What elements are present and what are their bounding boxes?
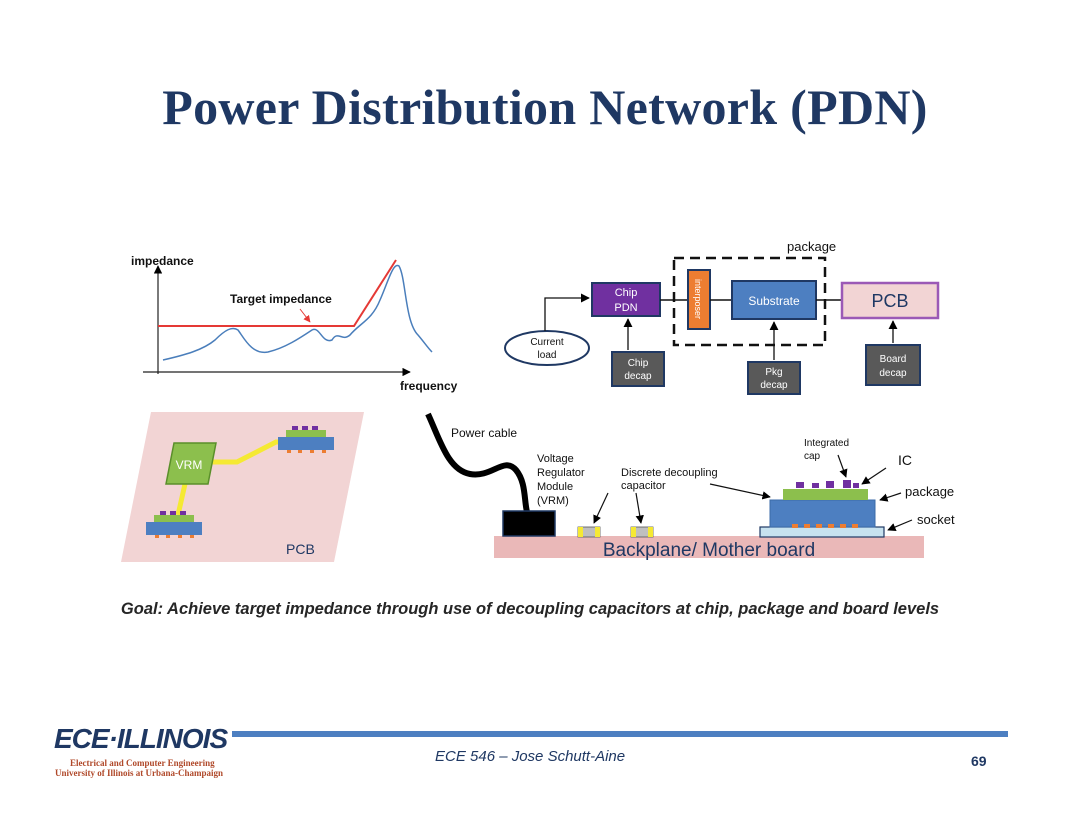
discrete-cap-1 bbox=[577, 526, 601, 538]
power-cable bbox=[425, 412, 530, 513]
package-block bbox=[769, 499, 876, 528]
package-arrow bbox=[879, 492, 902, 502]
discrete-cap-text-2: capacitor bbox=[621, 480, 666, 492]
discrete-cap-arrow-3 bbox=[709, 483, 771, 500]
vrm-box bbox=[165, 442, 217, 485]
vrm-text-4: (VRM) bbox=[537, 495, 569, 507]
slide-title: Power Distribution Network (PDN) bbox=[162, 79, 928, 135]
socket-arrow bbox=[887, 519, 913, 531]
package-boundary bbox=[672, 256, 827, 347]
chip-decap-label-2: decap bbox=[624, 371, 652, 382]
discrete-cap-arrow-2 bbox=[635, 492, 644, 524]
target-impedance-label: Target impedance bbox=[230, 292, 332, 306]
chip-decap-label-1: Chip bbox=[628, 358, 649, 369]
impedance-curve bbox=[162, 264, 433, 361]
ic-arrow bbox=[861, 467, 887, 485]
board-decap-label-2: decap bbox=[879, 368, 907, 379]
socket bbox=[759, 526, 885, 538]
cross-section: Backplane/ Mother board Power cable Volt… bbox=[425, 412, 955, 561]
board-decap-block bbox=[865, 344, 921, 386]
vrm-label: VRM bbox=[176, 458, 203, 472]
motherboard bbox=[494, 536, 924, 558]
chip-module-top bbox=[278, 426, 334, 453]
pkg-decap-label-2: decap bbox=[760, 380, 788, 391]
discrete-cap-arrow-1 bbox=[593, 492, 609, 524]
chip-pdn-label-1: Chip bbox=[615, 287, 638, 299]
power-trace-down bbox=[175, 483, 188, 516]
chip-pdn-label-2: PDN bbox=[614, 302, 637, 314]
ic-label: IC bbox=[898, 452, 912, 468]
target-impedance-arrow bbox=[299, 308, 311, 323]
pcb-sketch: PCB VRM bbox=[121, 412, 364, 562]
discrete-cap-2 bbox=[630, 526, 654, 538]
chip-decap-block bbox=[611, 351, 665, 387]
chip-pdn-block bbox=[591, 282, 661, 317]
package-balls bbox=[792, 524, 858, 528]
integrated-cap-text-1: Integrated bbox=[804, 438, 849, 449]
interposer-label: interposer bbox=[693, 279, 703, 319]
socket-label: socket bbox=[917, 512, 955, 527]
pkg-decap-block bbox=[747, 361, 801, 395]
pcb-sketch-label: PCB bbox=[286, 541, 315, 557]
footer-course: ECE 546 – Jose Schutt-Aine bbox=[435, 748, 626, 765]
integrated-cap-arrow bbox=[837, 454, 848, 478]
board-decap-label-1: Board bbox=[880, 354, 907, 365]
impedance-plot: impedance frequency Target impedance bbox=[131, 254, 458, 393]
integrated-cap-text-2: cap bbox=[804, 451, 821, 462]
ece-illinois-logo: ECE·ILLINOIS bbox=[54, 723, 228, 754]
vrm-text-3: Module bbox=[537, 481, 573, 493]
motherboard-label: Backplane/ Mother board bbox=[603, 540, 815, 561]
goal-statement: Goal: Achieve target impedance through u… bbox=[120, 600, 940, 618]
package-label: package bbox=[787, 239, 836, 254]
discrete-cap-text-1: Discrete decoupling bbox=[621, 467, 718, 479]
vrm-block bbox=[502, 510, 556, 537]
y-axis-label: impedance bbox=[131, 254, 194, 268]
vrm-text-1: Voltage bbox=[537, 453, 574, 465]
pcb-block-label: PCB bbox=[871, 291, 908, 311]
current-load bbox=[504, 330, 590, 366]
current-load-arrow bbox=[544, 293, 590, 331]
footer-bar bbox=[232, 731, 1008, 737]
vrm-text-2: Regulator bbox=[537, 467, 585, 479]
logo-subtitle-2: University of Illinois at Urbana-Champai… bbox=[55, 768, 224, 778]
substrate-label: Substrate bbox=[748, 294, 800, 308]
chip-module-bottom bbox=[146, 511, 202, 538]
package-label-xs: package bbox=[905, 484, 954, 499]
logo-subtitle-1: Electrical and Computer Engineering bbox=[70, 758, 215, 768]
integrated-caps bbox=[796, 480, 859, 488]
ic-die bbox=[783, 489, 868, 500]
target-impedance-line bbox=[158, 259, 397, 327]
page-number: 69 bbox=[971, 753, 987, 769]
pcb-block bbox=[840, 281, 940, 320]
power-cable-label: Power cable bbox=[451, 426, 517, 440]
x-axis-label: frequency bbox=[400, 379, 458, 393]
pkg-decap-label-1: Pkg bbox=[765, 367, 782, 378]
pcb-board-shape bbox=[121, 412, 364, 562]
